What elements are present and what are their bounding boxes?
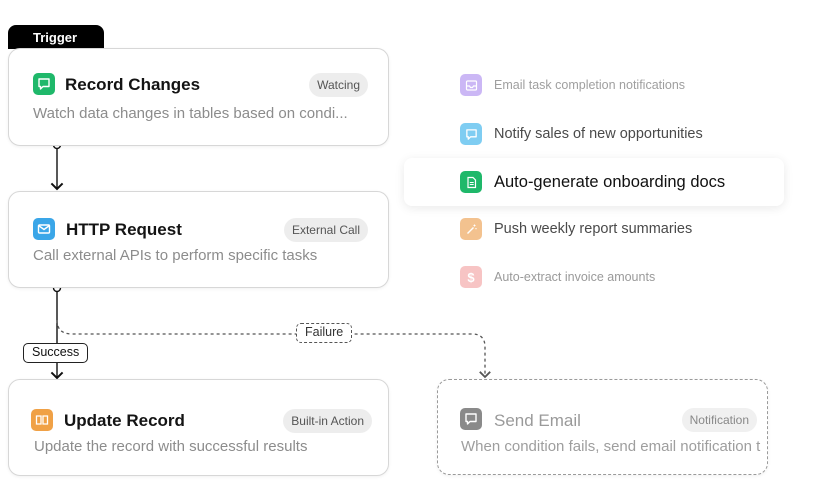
list-item-label: Auto-extract invoice amounts <box>494 270 656 284</box>
status-badge: Built-in Action <box>283 409 372 433</box>
node-title: HTTP Request <box>66 220 182 239</box>
list-item-label: Email task completion notifications <box>494 78 686 92</box>
node-description: When condition fails, send email notific… <box>461 438 761 455</box>
list-item[interactable]: Push weekly report summaries <box>404 207 814 251</box>
node-http-request[interactable]: HTTP Request Call external APIs to perfo… <box>8 191 389 288</box>
mail-icon <box>33 218 55 240</box>
status-badge: Watcing <box>309 73 368 97</box>
list-item-label: Notify sales of new opportunities <box>494 126 703 142</box>
list-item-label: Push weekly report summaries <box>494 221 693 237</box>
node-title: Send Email <box>494 411 581 430</box>
dollar-icon: $ <box>460 266 482 288</box>
list-item[interactable]: Email task completion notifications <box>404 63 814 107</box>
node-title: Update Record <box>64 411 185 430</box>
inbox-icon <box>460 74 482 96</box>
list-item-label: Auto-generate onboarding docs <box>494 172 726 191</box>
node-description: Call external APIs to perform specific t… <box>33 247 318 264</box>
chat-icon <box>460 408 482 430</box>
wand-icon <box>460 218 482 240</box>
status-badge: External Call <box>283 218 368 242</box>
node-send-email[interactable]: Send Email When condition fails, send em… <box>437 379 768 475</box>
chat-icon <box>460 123 482 145</box>
list-item-highlighted[interactable]: Auto-generate onboarding docs <box>404 158 784 206</box>
node-title: Record Changes <box>65 75 201 94</box>
node-record-changes[interactable]: Record Changes Watch data changes in tab… <box>8 48 389 146</box>
edge-label-success: Success <box>23 343 89 363</box>
node-update-record[interactable]: Update Record Update the record with suc… <box>8 379 389 476</box>
list-item[interactable]: Notify sales of new opportunities <box>404 112 814 156</box>
document-icon <box>460 171 482 193</box>
list-item[interactable]: $ Auto-extract invoice amounts <box>404 255 814 299</box>
edge-http-to-email <box>56 319 491 379</box>
book-icon <box>31 409 53 431</box>
edge-label-failure: Failure <box>296 323 353 343</box>
chat-icon <box>33 73 55 95</box>
node-description: Watch data changes in tables based on co… <box>33 105 348 122</box>
trigger-tab: Trigger <box>8 25 104 49</box>
node-description: Update the record with successful result… <box>34 438 308 455</box>
status-badge: Notification <box>681 408 757 432</box>
